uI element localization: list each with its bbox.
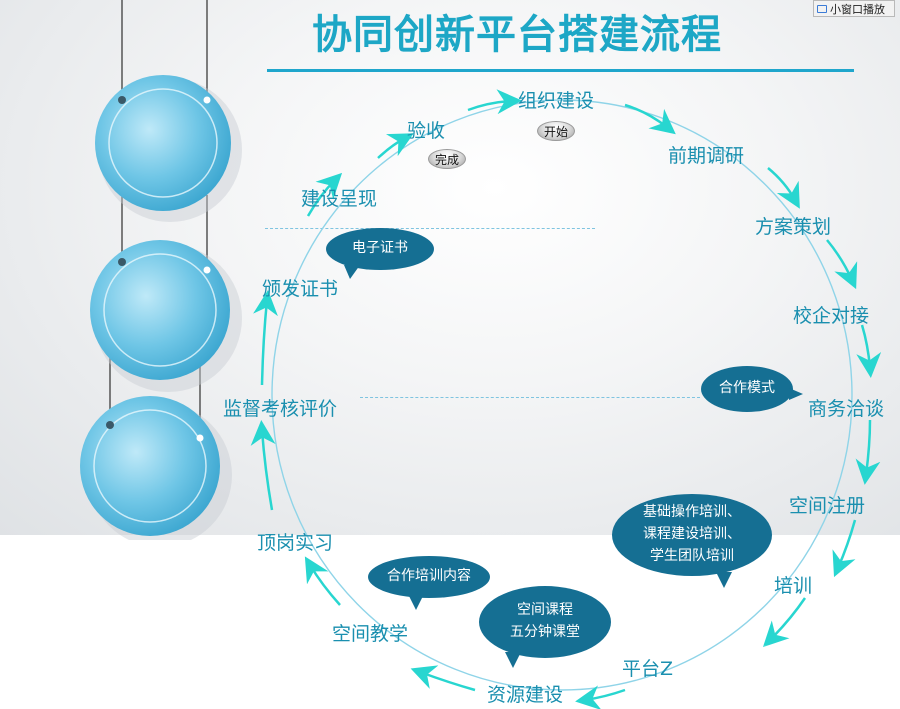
done-marker[interactable]: 完成	[428, 149, 466, 169]
mini-window-play-label: 小窗口播放	[830, 2, 885, 16]
mini-window-play-button[interactable]: 小窗口播放	[813, 0, 895, 17]
arrow-12	[250, 420, 276, 511]
hanging-discs-decoration	[80, 0, 242, 540]
step-space-register: 空间注册	[789, 495, 866, 517]
arrow-8	[762, 597, 807, 648]
arrow-3	[767, 167, 800, 209]
arrow-11	[304, 556, 341, 606]
step-org-build: 组织建设	[518, 90, 595, 112]
cycle-ring	[271, 99, 853, 691]
step-platform: 平台Z	[622, 658, 674, 680]
arrow-5	[856, 324, 882, 378]
step-supervision: 监督考核评价	[223, 398, 338, 420]
arrow-4	[826, 239, 858, 290]
training-detail-line-2: 课程建设培训、	[643, 526, 741, 543]
arrow-9	[575, 685, 626, 709]
bubble-course: 空间课程 五分钟课堂	[479, 586, 611, 668]
step-plan: 方案策划	[755, 216, 832, 238]
start-marker[interactable]: 开始	[537, 121, 575, 141]
step-school-enterprise: 校企对接	[793, 305, 870, 327]
step-early-research: 前期调研	[668, 145, 745, 167]
blurred-overlay	[695, 645, 815, 685]
tv-icon	[817, 4, 827, 13]
training-detail-line-1: 基础操作培训、	[643, 504, 741, 521]
dashed-guide-upper	[265, 228, 595, 229]
dashed-guide-middle	[360, 397, 700, 398]
step-space-teaching: 空间教学	[332, 623, 409, 645]
arrow-6	[855, 419, 881, 485]
course-line-1: 空间课程	[517, 602, 573, 619]
bubble-e-certificate: 电子证书	[326, 228, 434, 279]
arrow-1	[467, 89, 522, 115]
step-certificate: 颁发证书	[262, 278, 339, 300]
page-title: 协同创新平台搭建流程	[312, 11, 722, 58]
bubble-e-certificate-text: 电子证书	[352, 240, 408, 257]
training-detail-line-3: 学生团队培训	[650, 547, 734, 564]
bubble-training-content: 合作培训内容	[368, 556, 490, 610]
course-line-2: 五分钟课堂	[510, 624, 580, 640]
step-negotiation: 商务洽谈	[808, 398, 885, 420]
arrow-10	[410, 665, 476, 692]
step-resource-build: 资源建设	[487, 684, 564, 706]
bubble-training-content-text: 合作培训内容	[387, 568, 471, 585]
arrow-14	[306, 172, 343, 217]
arrow-15	[377, 133, 414, 159]
bubble-training-detail: 基础操作培训、 课程建设培训、 学生团队培训	[612, 494, 772, 588]
step-training: 培训	[774, 575, 813, 597]
step-build-present: 建设呈现	[301, 188, 378, 210]
bubble-coop-mode-text: 合作模式	[719, 380, 775, 397]
bubble-coop-mode: 合作模式	[701, 366, 803, 412]
step-internship: 顶岗实习	[257, 532, 334, 554]
arrow-7	[832, 519, 857, 578]
arrow-13	[253, 290, 278, 386]
step-acceptance: 验收	[407, 120, 446, 142]
title-underline	[267, 69, 854, 72]
arrow-2	[624, 103, 676, 135]
